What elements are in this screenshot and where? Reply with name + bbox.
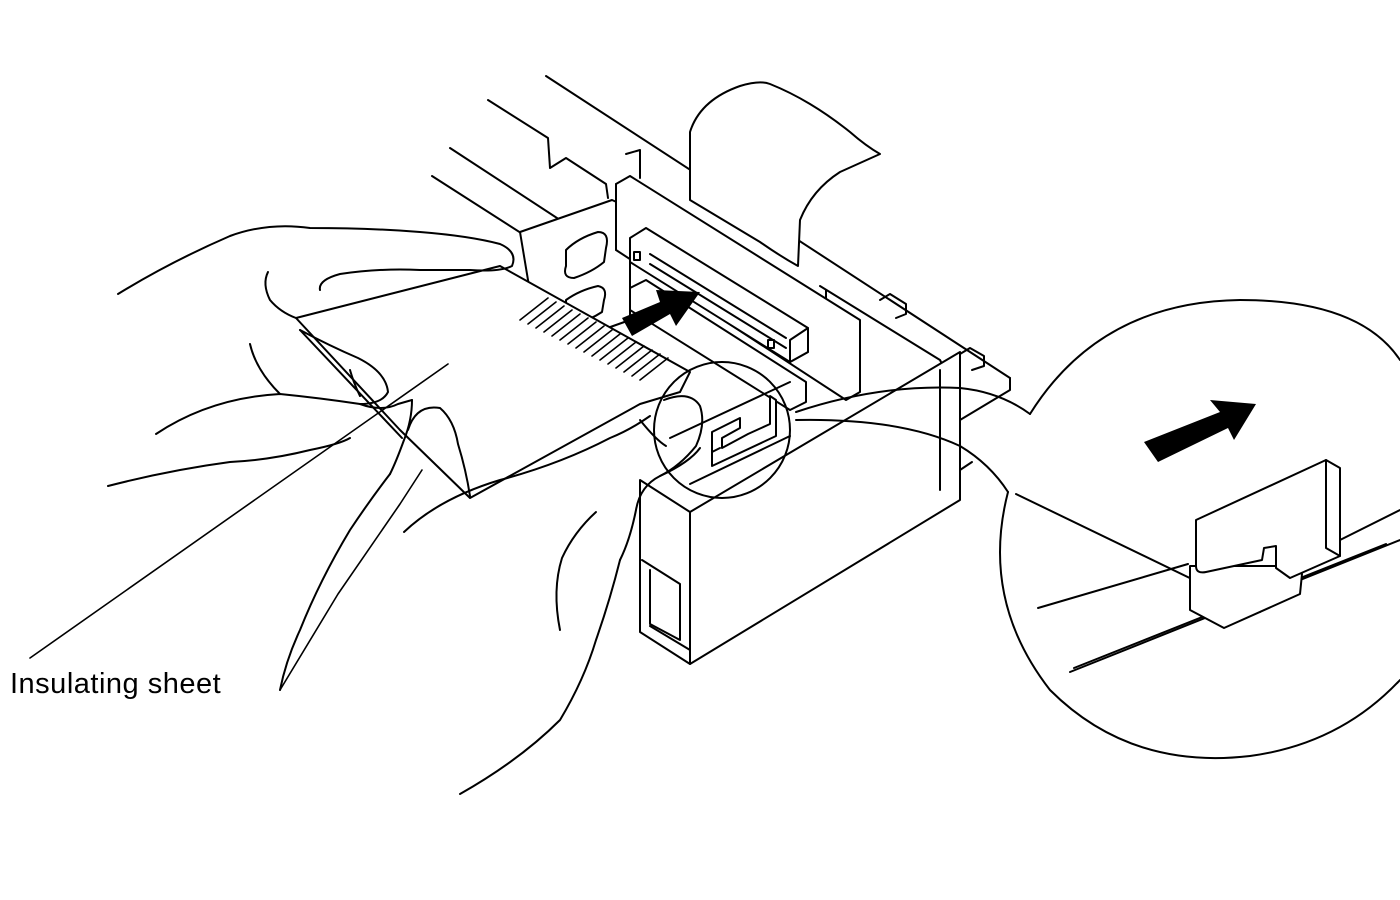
detail-circle-small xyxy=(653,361,791,499)
insulating-sheet-leader xyxy=(29,363,449,691)
ribbon-cable xyxy=(689,81,881,267)
left-hand xyxy=(107,225,515,487)
chassis xyxy=(431,75,1011,665)
expansion-board xyxy=(295,265,691,499)
detail-leader xyxy=(795,386,1031,493)
insulating-sheet-label: Insulating sheet xyxy=(10,668,222,700)
right-hand xyxy=(279,395,704,795)
insertion-arrow xyxy=(622,290,700,336)
detail-circle-large xyxy=(999,299,1400,760)
